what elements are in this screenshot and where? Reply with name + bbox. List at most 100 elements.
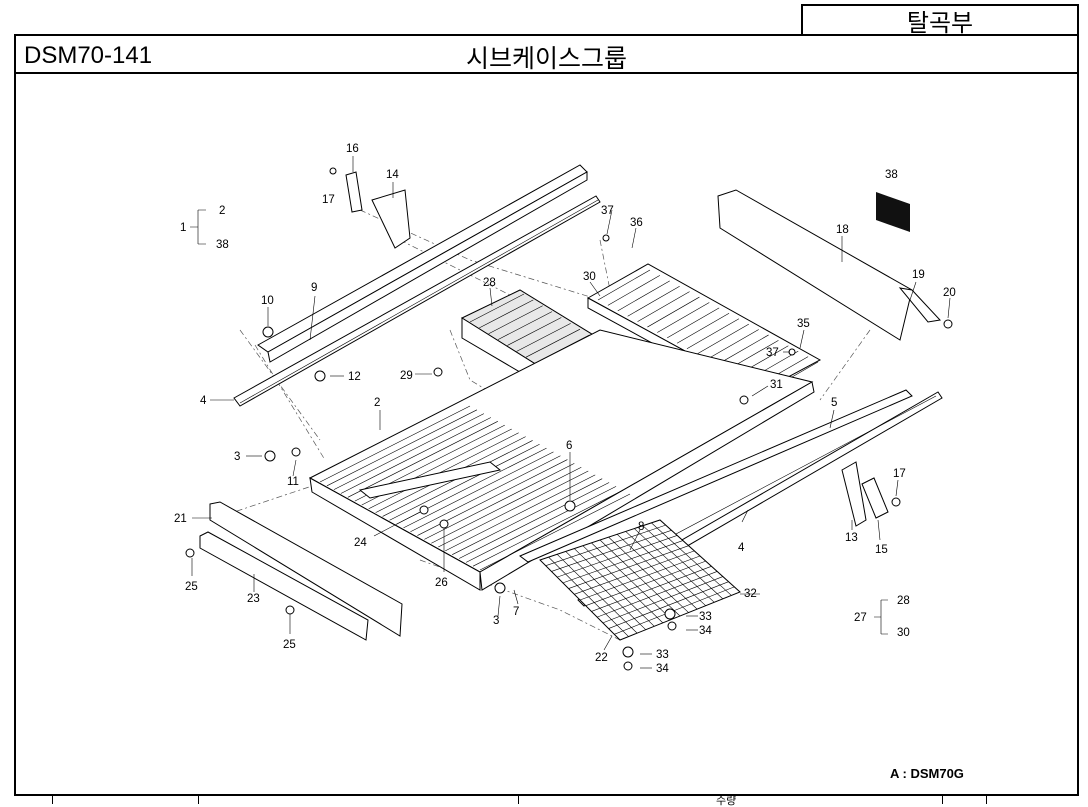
slat-line (676, 313, 730, 344)
callout-35: 35 (797, 318, 810, 330)
slat-line (617, 280, 670, 312)
callout-2: 2 (219, 205, 225, 217)
slat-line (597, 571, 718, 618)
slat-line (458, 482, 610, 559)
callout-27: 27 (854, 612, 867, 624)
slat-line (507, 317, 562, 346)
callout-6: 6 (566, 440, 572, 452)
leader-lines (190, 156, 951, 669)
callout-38: 38 (885, 169, 898, 181)
callout-12: 12 (348, 371, 361, 383)
upper-left-rail (233, 164, 601, 407)
slat-line (403, 451, 554, 529)
slat-line (667, 307, 720, 339)
slat-line (607, 275, 661, 306)
slat-line (479, 493, 631, 571)
callout-3b: 3 (493, 615, 499, 627)
table-divider (518, 796, 519, 804)
callout-22: 22 (595, 652, 608, 664)
fasteners (262, 234, 796, 671)
slat-line (657, 302, 710, 333)
callout-7: 7 (513, 606, 519, 618)
page-title: 시브케이스그룹 (465, 44, 627, 73)
callout-30b: 30 (897, 627, 910, 639)
slat-line (479, 299, 534, 329)
callout-9: 9 (311, 282, 317, 294)
callout-29: 29 (400, 370, 413, 382)
callout-17a: 17 (322, 194, 335, 206)
bracket-part-14 (329, 167, 411, 249)
callout-37a: 37 (601, 205, 614, 217)
header-bar: DSM70-141 시브케이스그룹 (14, 34, 1079, 74)
callout-28a: 28 (483, 277, 496, 289)
slat-line (326, 409, 478, 487)
callout-17b: 17 (893, 468, 906, 480)
callout-range-end: 38 (216, 239, 229, 251)
callout-5: 5 (831, 397, 837, 409)
slat-line (368, 432, 519, 510)
slat-line (616, 534, 698, 610)
slat-line (424, 463, 575, 540)
slat-line (696, 323, 749, 355)
slat-line (340, 417, 492, 494)
slat-line (472, 489, 624, 567)
callout-19: 19 (912, 269, 925, 281)
slat-line (585, 560, 706, 606)
callout-28b: 28 (897, 595, 910, 607)
callout-34a: 34 (699, 625, 712, 637)
slat-line (347, 421, 498, 498)
table-divider (52, 796, 53, 804)
slat-line (452, 478, 603, 555)
slat-line (716, 334, 769, 366)
slat-line (488, 305, 543, 334)
callout-20: 20 (943, 287, 956, 299)
callout-34b: 34 (656, 663, 669, 675)
slat-line (637, 291, 690, 322)
slat-line (651, 522, 732, 596)
slat-line (438, 470, 589, 548)
callout-26: 26 (435, 577, 448, 589)
grid-mesh-32 (539, 519, 741, 641)
cover-plate-18 (717, 189, 953, 341)
callout-labels: 1 2 38 16 14 17 10 9 4 12 29 2 3 11 28 3… (174, 143, 956, 675)
slat-line (642, 525, 724, 600)
table-divider (942, 796, 943, 804)
callout-23: 23 (247, 593, 260, 605)
callout-2b: 2 (374, 397, 380, 409)
slat-line (579, 555, 701, 601)
callout-32: 32 (744, 588, 757, 600)
callout-14: 14 (386, 169, 399, 181)
drawing-code: DSM70-141 (24, 42, 153, 69)
bottom-rule (14, 794, 1079, 796)
table-header-fragment: 수량 (716, 794, 737, 807)
slat-line (333, 413, 485, 490)
callout-13: 13 (845, 532, 858, 544)
callout-3a: 3 (234, 451, 240, 463)
lower-plates-21-23 (185, 501, 403, 641)
table-divider (198, 796, 199, 804)
model-note: A : DSM70G (890, 766, 964, 781)
table-divider (986, 796, 987, 804)
slat-line (602, 576, 723, 624)
slat-line (516, 323, 571, 352)
slat-line (465, 486, 617, 563)
slat-line (625, 531, 706, 606)
slat-line (634, 528, 715, 603)
slat-line (608, 581, 729, 629)
slat-line (591, 566, 712, 612)
slat-line (497, 311, 553, 340)
slat-line (706, 329, 759, 360)
callout-37b: 37 (766, 347, 779, 359)
callout-4a: 4 (200, 395, 207, 407)
slat-line (410, 455, 561, 533)
callout-33a: 33 (699, 611, 712, 623)
slat-line (389, 443, 540, 521)
slat-line (686, 318, 740, 349)
callout-33b: 33 (656, 649, 669, 661)
section-title: 탈곡부 (801, 4, 1079, 37)
callout-36: 36 (630, 217, 643, 229)
callout-31: 31 (770, 379, 783, 391)
callout-25a: 25 (185, 581, 198, 593)
callout-24: 24 (354, 537, 367, 549)
